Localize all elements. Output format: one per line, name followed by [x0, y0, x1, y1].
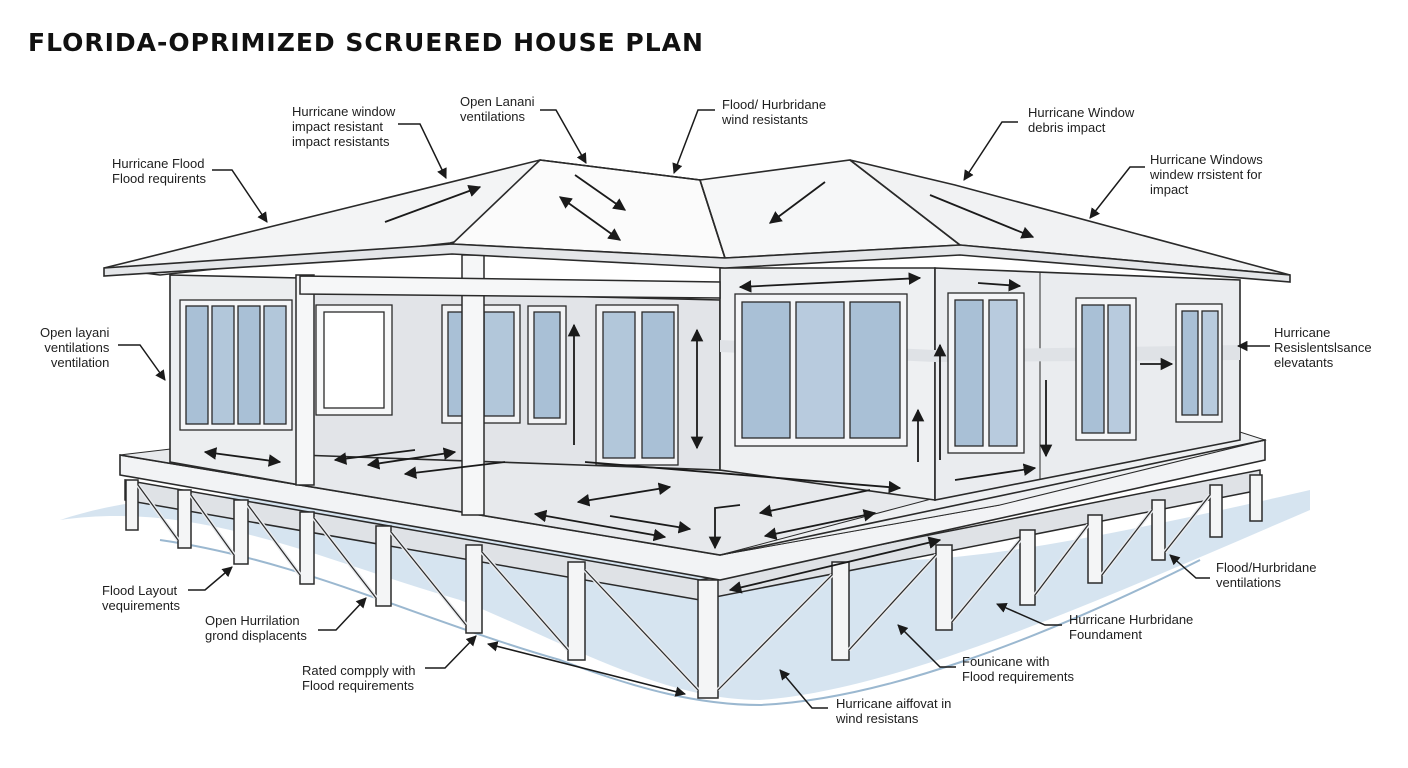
callout-leaders	[118, 109, 1270, 709]
page-title: FLORIDA-OPRIMIZED SCRUERED HOUSE PLAN	[28, 28, 704, 57]
lanai-posts	[295, 254, 721, 516]
windows	[179, 292, 1223, 466]
hip-roof	[103, 159, 1291, 283]
flow-arrows	[203, 174, 1174, 594]
